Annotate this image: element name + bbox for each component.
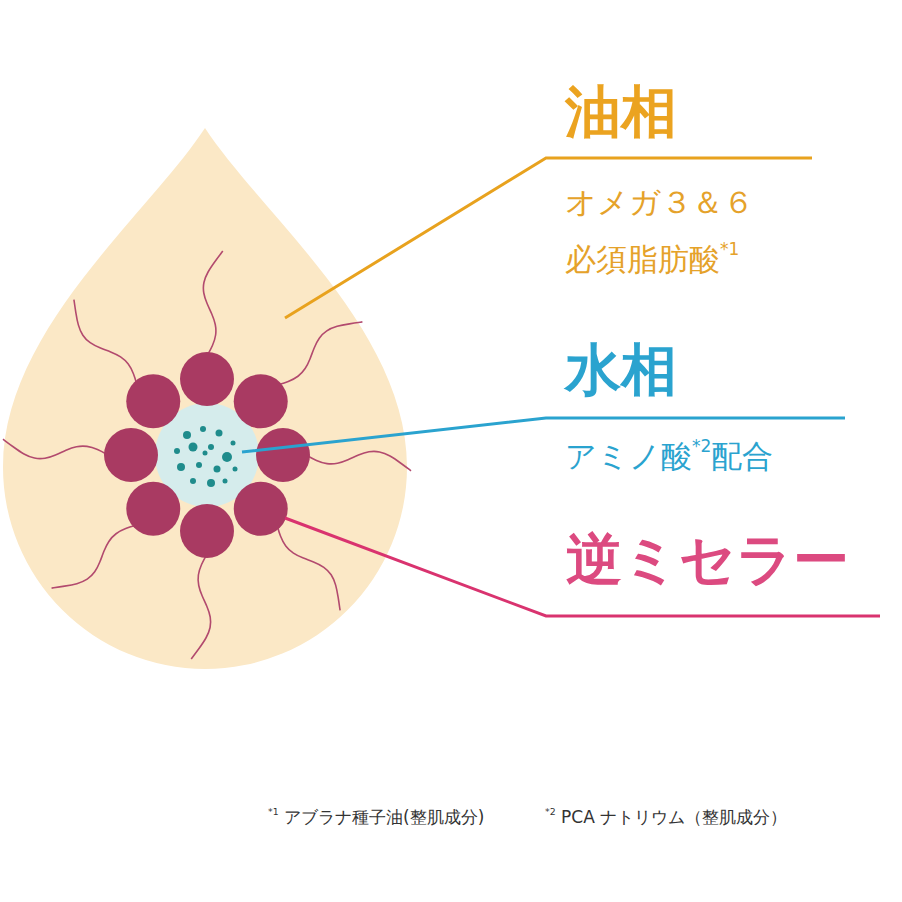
surfactant-tail <box>306 451 411 470</box>
phase-title: 水相 <box>565 336 885 403</box>
surfactant-tail <box>277 525 340 610</box>
surfactant-head <box>256 428 310 482</box>
oil-droplet <box>3 128 407 669</box>
surfactant-tail <box>191 554 210 659</box>
amino-acid-dots <box>174 426 238 487</box>
amino-acid-dot <box>233 467 238 472</box>
surfactant-head <box>126 482 180 536</box>
phase-title-holder: 水相 <box>565 336 885 403</box>
amino-acid-dot <box>177 463 185 471</box>
phase-note: オメガ３＆６ 必須脂肪酸*1 <box>565 174 795 289</box>
amino-acid-dot <box>208 444 214 450</box>
surfactant-head <box>234 482 288 536</box>
surfactant-head <box>180 504 234 558</box>
structure-title-holder: 逆ミセラー <box>566 526 896 593</box>
footnote-holder: *1 アブラナ種子油(整肌成分) <box>268 806 538 828</box>
amino-acid-dot <box>190 478 196 484</box>
footnote: *2 PCA ナトリウム（整肌成分） <box>545 806 895 828</box>
amino-acid-dot <box>183 431 191 439</box>
phase-note-holder: アミノ酸*2配合 <box>565 436 895 476</box>
amino-acid-dot <box>223 479 228 484</box>
surfactant-head <box>234 374 288 428</box>
amino-acid-dot <box>189 443 198 452</box>
footnote: *1 アブラナ種子油(整肌成分) <box>268 806 538 828</box>
surfactant-head <box>104 428 158 482</box>
phase-title-holder: 油相 <box>565 78 885 145</box>
phase-title: 油相 <box>565 78 885 145</box>
phase-note: アミノ酸*2配合 <box>565 436 895 476</box>
amino-acid-dot <box>216 430 223 437</box>
amino-acid-dot <box>200 426 206 432</box>
leader-line <box>285 158 812 318</box>
surfactant-tail <box>52 525 137 588</box>
surfactant-tail <box>203 251 222 356</box>
leader-line <box>285 518 880 616</box>
amino-acid-dot <box>207 479 215 487</box>
footnote-holder: *2 PCA ナトリウム（整肌成分） <box>545 806 895 828</box>
amino-acid-dot <box>222 452 232 462</box>
surfactant-head <box>126 374 180 428</box>
amino-acid-dot <box>203 451 208 456</box>
phase-note-holder: オメガ３＆６ 必須脂肪酸*1 <box>565 174 795 289</box>
amino-acid-dot <box>174 448 180 454</box>
amino-acid-dot <box>231 441 236 446</box>
amino-acid-dot <box>214 466 221 473</box>
structure-title: 逆ミセラー <box>566 526 896 593</box>
surfactant-tail <box>3 439 108 458</box>
surfactant-tail <box>277 322 362 385</box>
surfactant-heads <box>104 352 310 558</box>
surfactant-head <box>180 352 234 406</box>
surfactant-tail <box>74 300 137 385</box>
amino-acid-dot <box>196 462 202 468</box>
surfactant-tails <box>3 251 411 659</box>
